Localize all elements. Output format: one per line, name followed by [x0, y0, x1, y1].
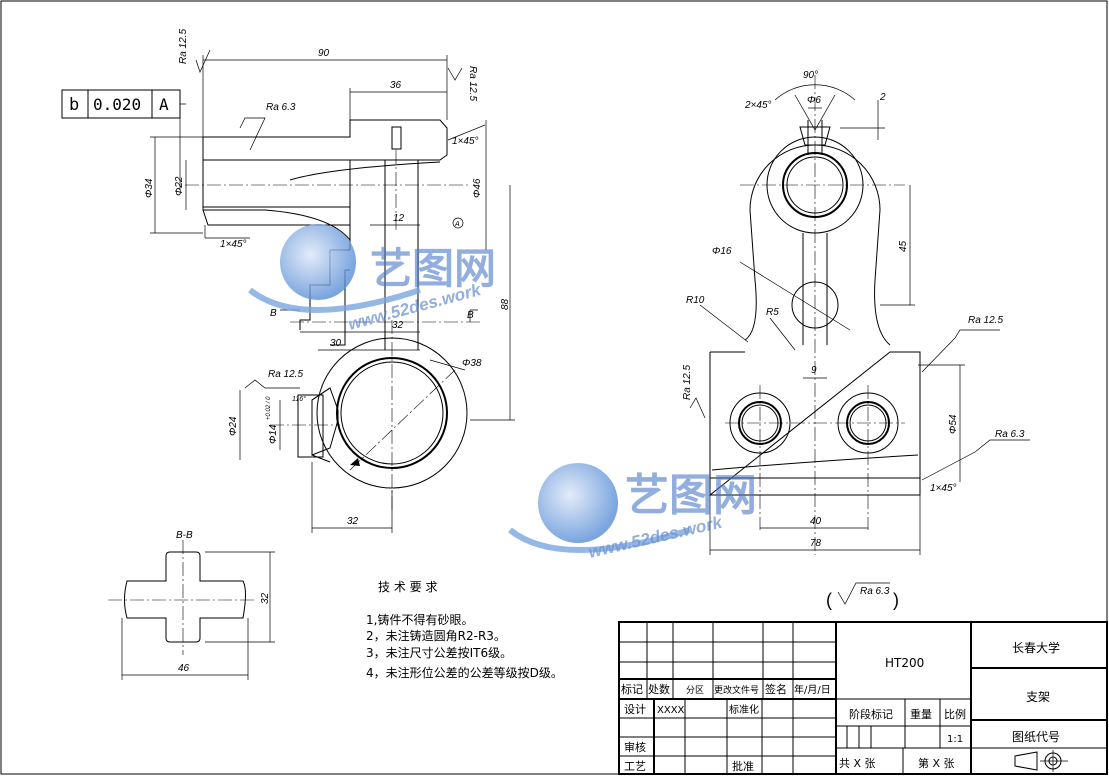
section-title: B-B — [176, 530, 193, 541]
section-dim-46: 46 — [178, 663, 190, 674]
dim-phi38: Φ38 — [462, 358, 482, 369]
dim-90: 90 — [318, 48, 330, 59]
front-view — [185, 119, 480, 510]
dim-12: 12 — [393, 213, 405, 224]
roughness-ra125-right: Ra 12.5 — [467, 66, 478, 101]
dim-phi14: Φ14 — [268, 424, 279, 444]
dim-30: 30 — [330, 338, 342, 349]
process-label: 工艺 — [624, 760, 646, 773]
dim-phi22: Φ22 — [174, 176, 185, 196]
section-mark-b-left: B — [270, 308, 277, 319]
section-b-b: B-B 32 46 — [108, 530, 275, 680]
side-dim-9: 9 — [811, 365, 817, 376]
section-mark-b-right: B — [467, 310, 474, 321]
side-dimensions — [689, 84, 1030, 555]
side-chamfer-1x45: 1×45° — [930, 483, 957, 494]
tech-item-3: 3，未注尺寸公差按IT6级。 — [366, 645, 512, 660]
review-label: 审核 — [624, 740, 646, 754]
side-chamfer-2x45: 2×45° — [744, 100, 772, 111]
header-doc: 更改文件号 — [714, 684, 759, 696]
front-dimensions — [150, 49, 515, 533]
side-dim-45: 45 — [898, 240, 909, 252]
title-block: HT200 长春大学 支架 图纸代号 标记 处数 分区 更改文件号 签名 年/月… — [618, 621, 1108, 775]
tech-item-4: 4，未注形位公差的公差等级按D级。 — [366, 665, 563, 680]
watermark-top: 艺图网 www.52des.work — [248, 224, 496, 334]
chamfer-1x45-right: 1×45° — [452, 136, 479, 147]
stage-label: 阶段标记 — [849, 707, 893, 721]
dim-36: 36 — [390, 80, 402, 91]
datum-a-circle-label: A — [454, 221, 460, 228]
general-roughness: ( Ra 6.3 ) — [826, 582, 899, 610]
side-dim-2: 2 — [879, 92, 886, 103]
side-phi54: Φ54 — [948, 414, 959, 434]
watermark-brand-top: 艺图网 — [370, 245, 496, 292]
material: HT200 — [885, 656, 924, 670]
school-name: 长春大学 — [1012, 640, 1060, 655]
total-sheets: 共 X 张 — [839, 757, 876, 770]
part-name: 支架 — [1026, 690, 1050, 704]
side-angle-90: 90° — [803, 70, 818, 81]
header-sign: 签名 — [765, 682, 787, 696]
general-roughness-value: Ra 6.3 — [860, 586, 890, 597]
scale-label: 比例 — [944, 707, 966, 721]
dim-phi24: Φ24 — [228, 416, 239, 436]
standard-label: 标准化 — [729, 703, 759, 716]
roughness-ra63-front: Ra 6.3 — [266, 102, 296, 113]
design-label: 设计 — [624, 703, 646, 716]
chamfer-1x45-left: 1×45° — [220, 239, 247, 250]
side-roughness-ra63: Ra 6.3 — [995, 429, 1025, 440]
header-count: 处数 — [648, 683, 670, 696]
tech-title: 技 术 要 求 — [378, 580, 437, 594]
header-date: 年/月/日 — [794, 683, 831, 696]
scale-value: 1:1 — [947, 734, 963, 745]
tech-item-1: 1,铸件不得有砂眼。 — [366, 612, 473, 627]
side-roughness-ra125-vertical: Ra 12.5 — [682, 365, 693, 400]
drawing-number: 图纸代号 — [1012, 730, 1060, 744]
dim-32-lower: 32 — [347, 516, 359, 527]
gdt-value: 0.020 — [93, 95, 141, 114]
side-phi16: Φ16 — [712, 246, 732, 257]
roughness-ra125-lower: Ra 12.5 — [268, 369, 303, 380]
side-r5: R5 — [766, 307, 779, 318]
section-dim-32: 32 — [260, 592, 271, 604]
gdt-datum: A — [159, 95, 169, 114]
design-name: XXXX — [657, 705, 685, 716]
roughness-ra125-top: Ra 12.5 — [178, 29, 189, 64]
side-r10: R10 — [686, 295, 705, 306]
watermark-brand-bottom: 艺图网 — [625, 471, 757, 520]
gdt-symbol: b — [69, 95, 79, 115]
dim-88: 88 — [500, 298, 511, 310]
header-zone: 分区 — [686, 685, 704, 696]
dim-phi34: Φ34 — [144, 178, 155, 198]
dim-phi14-tolerance: +0.02 / 0 — [266, 396, 272, 420]
side-view — [708, 75, 921, 555]
dim-phi46: Φ46 — [472, 178, 483, 198]
approve-label: 批准 — [732, 759, 754, 773]
technical-requirements: 技 术 要 求 1,铸件不得有砂眼。 2，未注铸造圆角R2-R3。 3，未注尺寸… — [366, 580, 563, 680]
dim-32-upper: 32 — [392, 320, 404, 331]
side-roughness-ra125: Ra 12.5 — [968, 315, 1003, 326]
angle-116: 116° — [292, 395, 306, 403]
side-dim-40: 40 — [810, 516, 822, 527]
gdt-frame: b 0.020 A — [61, 89, 186, 119]
projection-cone-icon — [1014, 751, 1038, 771]
side-dim-78: 78 — [810, 538, 822, 549]
header-mark: 标记 — [621, 682, 643, 696]
side-phi6: Φ6 — [807, 95, 821, 106]
svg-text:): ) — [893, 590, 899, 610]
weight-label: 重量 — [910, 707, 932, 721]
tech-item-2: 2，未注铸造圆角R2-R3。 — [366, 628, 506, 643]
sheet-number: 第 X 张 — [918, 756, 955, 770]
watermark-bottom: 艺图网 www.52des.work — [508, 463, 757, 562]
svg-text:(: ( — [826, 590, 832, 610]
